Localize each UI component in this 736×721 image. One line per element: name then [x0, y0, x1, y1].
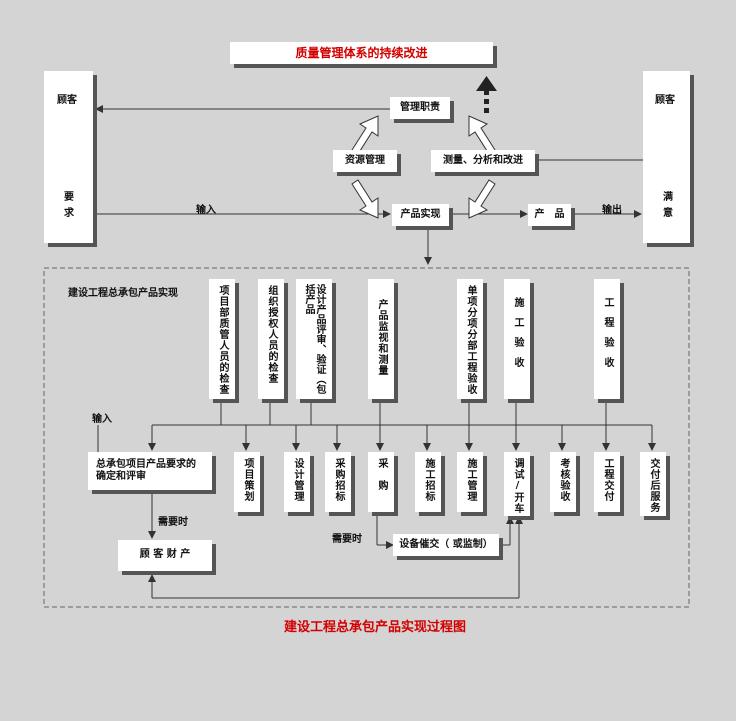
bottom-box-procurement-bidding: 采购招标	[325, 452, 351, 512]
resource-label: 资源管理	[345, 154, 385, 166]
bottom-box-delivery: 工程交付	[594, 452, 620, 512]
top-box-construction-acceptance-label: 施工验收	[512, 297, 523, 377]
bottom-box-construction-mgmt: 施工管理	[457, 452, 483, 512]
bottom-box-construction-mgmt-label: 施工管理	[465, 458, 476, 502]
top-box-design-review: 设计产品评审、验证（包括产品	[296, 279, 332, 399]
bottom-box-construction-bidding: 施工招标	[415, 452, 441, 512]
bottom-box-assessment-label: 考核验收	[558, 458, 569, 502]
bottom-box-project-planning: 项目策划	[234, 452, 260, 512]
top-box-unit-acceptance-label: 单项分项分部工程验收	[465, 285, 476, 395]
equip-box: 设备催交（ 或监制）	[393, 534, 499, 556]
bottom-box-commissioning-label: 调试/开车	[512, 458, 523, 514]
top-box-product-monitoring-label: 产品监视和测量	[376, 299, 387, 376]
input2-label: 输入	[92, 414, 112, 425]
realization-box: 产品实现	[392, 204, 449, 226]
top-box-construction-acceptance: 施工验收	[504, 279, 530, 399]
input-label: 输入	[196, 205, 216, 216]
top-title: 质量管理体系的持续改进	[295, 45, 428, 60]
section-title: 建设工程总承包产品实现	[68, 288, 178, 299]
bottom-box-delivery-label: 工程交付	[602, 458, 613, 502]
need2-label: 需要时	[332, 534, 362, 545]
bottom-box-procurement-label: 采购	[376, 458, 387, 502]
bottom-box-design-mgmt-label: 设计管理	[292, 458, 303, 502]
top-box-authorized-inspection-label: 组织授权人员的检查	[266, 285, 277, 384]
need1-label: 需要时	[158, 517, 188, 528]
bottom-box-construction-bidding-label: 施工招标	[423, 458, 434, 502]
customer-right-title: 顾客	[655, 95, 675, 106]
top-title-box: 质量管理体系的持续改进	[230, 42, 493, 64]
customer-left-title: 顾客	[57, 95, 77, 106]
req-review-box: 总承包项目产品要求的确定和评审	[88, 452, 212, 490]
top-box-design-review-label: 设计产品评审、验证（包括产品	[303, 284, 325, 394]
realization-label: 产品实现	[400, 208, 441, 220]
bottom-box-assessment: 考核验收	[550, 452, 576, 512]
top-box-project-acceptance-label: 工程验收	[602, 297, 613, 377]
bottom-box-project-planning-label: 项目策划	[242, 458, 253, 502]
bottom-box-procurement-bidding-label: 采购招标	[333, 458, 344, 502]
cust-prop-box: 顾 客 财 产	[118, 540, 212, 571]
customer-left-req: 要求	[61, 191, 73, 223]
resource-box: 资源管理	[333, 150, 397, 172]
product-box: 产 品	[528, 204, 571, 226]
bottom-box-design-mgmt: 设计管理	[284, 452, 310, 512]
customer-right-sat: 满意	[660, 191, 672, 223]
bottom-box-procurement: 采购	[368, 452, 394, 512]
product-label: 产 品	[534, 208, 565, 220]
bottom-box-after-service-label: 交付后服务	[648, 458, 659, 513]
top-box-authorized-inspection: 组织授权人员的检查	[258, 279, 284, 399]
caption: 建设工程总承包产品实现过程图	[284, 620, 467, 635]
top-box-pm-inspection: 项目部质管人员的检查	[209, 279, 235, 399]
top-box-unit-acceptance: 单项分项分部工程验收	[457, 279, 483, 399]
bottom-box-after-service: 交付后服务	[640, 452, 666, 516]
mgmt-box: 管理职责	[390, 97, 450, 119]
measure-label: 测量、分析和改进	[443, 154, 523, 166]
top-box-product-monitoring: 产品监视和测量	[368, 279, 394, 399]
req-review-label: 总承包项目产品要求的确定和评审	[96, 458, 196, 483]
output-label: 输出	[602, 205, 622, 216]
cust-prop-label: 顾 客 财 产	[139, 549, 191, 561]
top-box-pm-inspection-label: 项目部质管人员的检查	[217, 285, 228, 395]
customer-right-box: 顾客 满意	[643, 71, 690, 243]
top-box-project-acceptance: 工程验收	[594, 279, 620, 399]
customer-left-box: 顾客 要求	[44, 71, 93, 243]
mgmt-label: 管理职责	[400, 101, 440, 113]
bottom-box-commissioning: 调试/开车	[504, 452, 530, 516]
equip-label: 设备催交（ 或监制）	[399, 538, 493, 550]
measure-box: 测量、分析和改进	[431, 150, 535, 172]
